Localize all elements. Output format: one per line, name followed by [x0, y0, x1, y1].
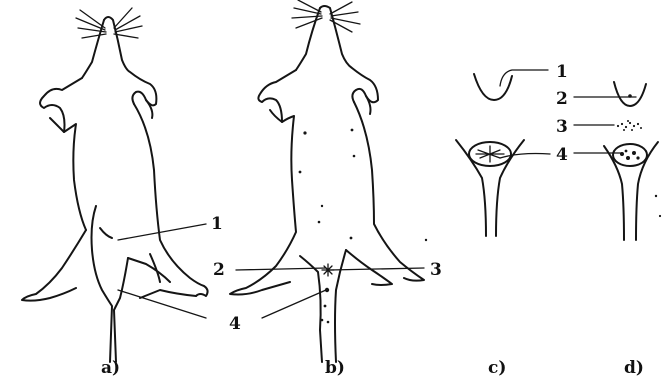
panel-a-rat: [22, 8, 208, 362]
callout-line-a1: [118, 224, 206, 240]
callout-line-c1: [500, 70, 548, 86]
callout-line-a4-2: [262, 290, 326, 318]
d-stalk-right: [636, 142, 658, 240]
callout-b3: 3: [430, 260, 442, 280]
c-fold-shape: [474, 74, 512, 100]
d-ring-structure: [613, 144, 647, 166]
panel-d-schematic: [574, 82, 661, 240]
callout-c2: 2: [556, 89, 568, 109]
callout-line-b2: [236, 268, 326, 270]
callout-c4: 4: [556, 145, 568, 165]
caption-c: c): [488, 358, 506, 378]
caption-b: b): [325, 358, 345, 378]
panel-c-schematic: 1 2 3 4: [456, 62, 568, 236]
caption-a: a): [101, 358, 120, 378]
d-ring-dots: [620, 150, 640, 160]
callout-c3: 3: [556, 117, 568, 137]
d-scatter-dots: [617, 120, 642, 131]
callout-line-c4: [500, 154, 550, 159]
callout-a4: 4: [229, 314, 241, 334]
callout-line-a4-1: [118, 290, 206, 318]
callout-a1: 1: [211, 214, 223, 234]
d-fold-shape: [614, 82, 646, 106]
callout-b2: 2: [213, 260, 225, 280]
c-ring-star: [476, 146, 504, 162]
panel-b-rat: [230, 0, 424, 362]
caption-d: d): [624, 358, 644, 378]
callout-c1: 1: [556, 62, 568, 82]
